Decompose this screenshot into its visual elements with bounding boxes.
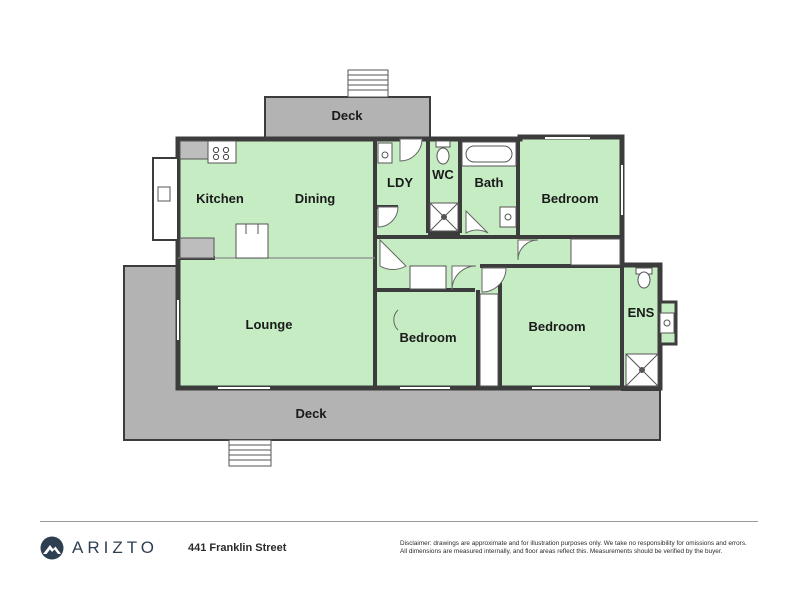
disclaimer: Disclaimer: drawings are approximate and… [400, 540, 760, 556]
room-label-kitchen: Kitchen [196, 191, 244, 206]
stairs-top [347, 69, 389, 98]
bath-vanity [499, 206, 517, 228]
room-label-bedroom-middle: Bedroom [399, 330, 456, 345]
room-label-ldy: LDY [387, 175, 413, 190]
deck-top [264, 96, 431, 140]
shower-center [429, 202, 459, 232]
brand: ARIZTO [40, 536, 158, 560]
ens-shower [625, 353, 659, 387]
wardrobe-top-right [570, 238, 621, 266]
room-label-wc: WC [432, 167, 454, 182]
ens-vanity [659, 312, 675, 334]
room-label-bedroom-right: Bedroom [528, 319, 585, 334]
floor-plan: Deck Kitchen Dining LDY WC Bath Bedroom … [123, 69, 678, 467]
property-address: 441 Franklin Street [188, 542, 287, 554]
wc-toilet [435, 140, 451, 165]
bathtub [461, 141, 517, 167]
room-label-lounge: Lounge [246, 317, 293, 332]
room-label-deck-top: Deck [331, 108, 363, 123]
mountain-logo-icon [40, 536, 64, 560]
windows [177, 137, 623, 389]
disclaimer-line-2: All dimensions are measured internally, … [400, 548, 723, 555]
disclaimer-line-1: Disclaimer: drawings are approximate and… [400, 540, 747, 547]
room-label-ens: ENS [628, 305, 655, 320]
room-label-bedroom-top-right: Bedroom [541, 191, 598, 206]
footer-divider [40, 521, 758, 522]
kitchen-bench-lower [179, 237, 215, 259]
ens-toilet [635, 267, 653, 289]
room-label-deck-bottom: Deck [295, 406, 327, 421]
brand-name: ARIZTO [72, 538, 159, 557]
room-label-dining: Dining [295, 191, 335, 206]
wardrobe-right [479, 293, 499, 387]
wardrobe-middle [409, 265, 447, 290]
kitchen-bench-top [179, 140, 209, 160]
room-label-bath: Bath [475, 175, 504, 190]
laundry-tub [377, 142, 393, 164]
stairs-bottom [228, 439, 272, 467]
pantry [235, 223, 269, 259]
cooktop [207, 140, 237, 164]
door-swings [377, 138, 539, 331]
